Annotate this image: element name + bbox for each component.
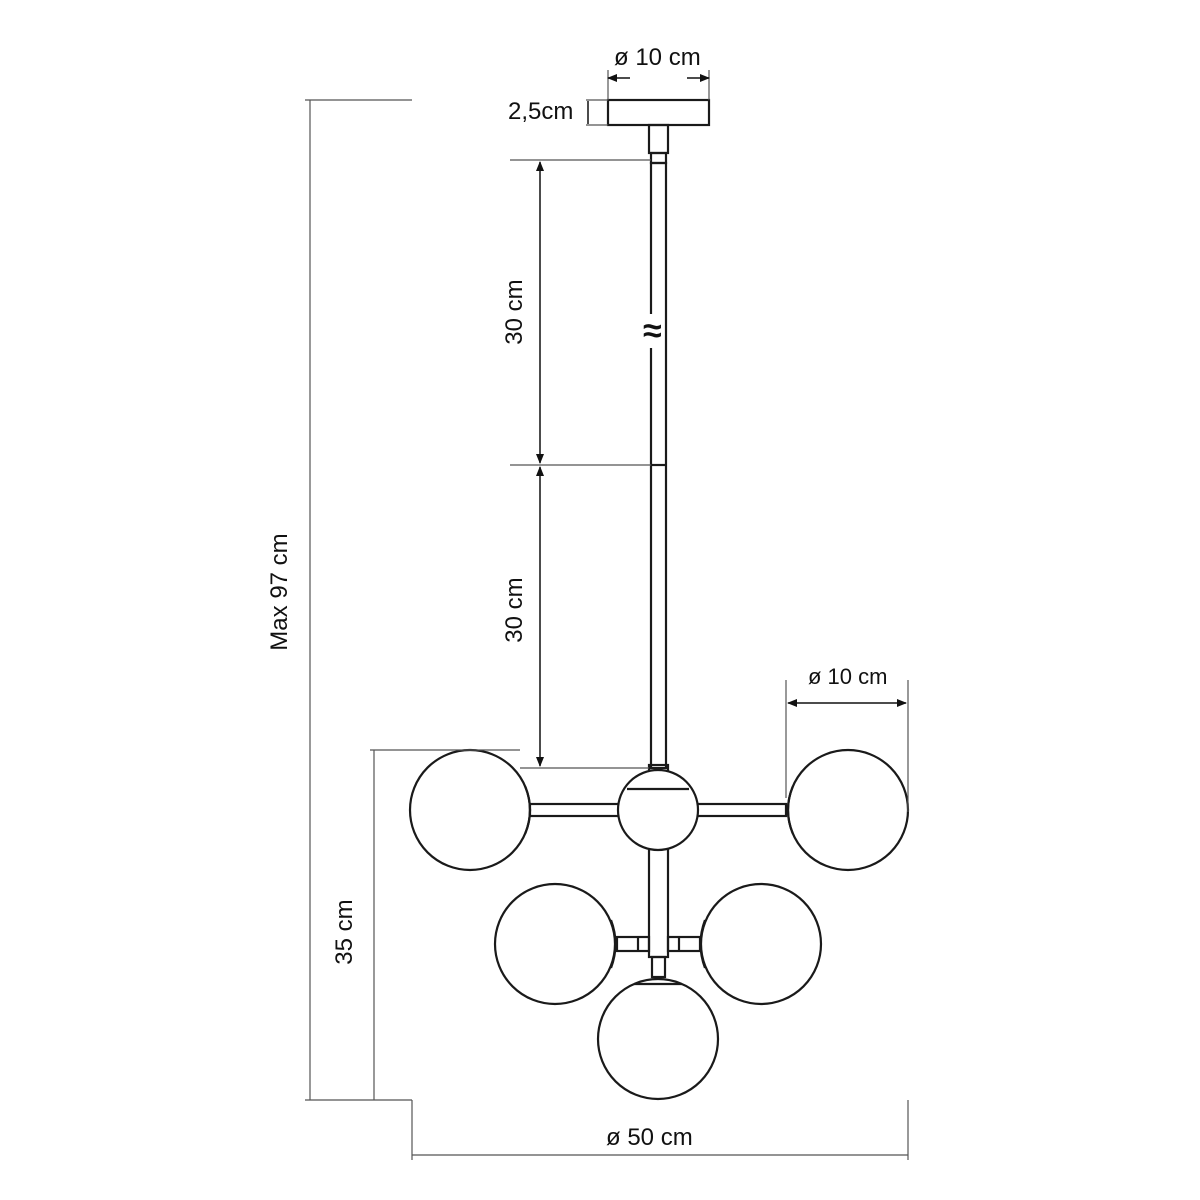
dimension-arrows <box>536 74 907 767</box>
total-diameter-label: ø 50 cm <box>606 1124 693 1151</box>
globe-diameter-label: ø 10 cm <box>808 664 888 689</box>
dimension-lines <box>305 70 909 1160</box>
lower-arm-left <box>615 935 651 953</box>
canopy <box>606 98 711 127</box>
rod-segment-1-label: 30 cm <box>501 279 528 345</box>
max-height-label: Max 97 cm <box>266 533 293 651</box>
globe-mid-right <box>699 882 823 1006</box>
globe-mid-left <box>493 882 617 1006</box>
lower-arm-right <box>666 935 702 953</box>
arm-right <box>694 802 788 818</box>
rod-break-symbol: ≈ <box>643 312 662 350</box>
body-height-label: 35 cm <box>331 899 358 965</box>
rod-coupler <box>649 151 668 165</box>
canopy-connector <box>647 123 670 155</box>
hub <box>616 768 700 852</box>
globe-top-right <box>786 748 910 872</box>
globe-top-left <box>408 748 532 872</box>
rod-segment-2-label: 30 cm <box>501 577 528 643</box>
canopy-diameter-label: ø 10 cm <box>614 44 701 71</box>
lamp-outline <box>408 98 910 1101</box>
lower-stem <box>647 847 670 959</box>
bottom-stem <box>650 955 667 979</box>
arm-left <box>528 802 622 818</box>
canopy-height-label: 2,5cm <box>508 98 574 125</box>
globe-bottom <box>596 977 720 1101</box>
